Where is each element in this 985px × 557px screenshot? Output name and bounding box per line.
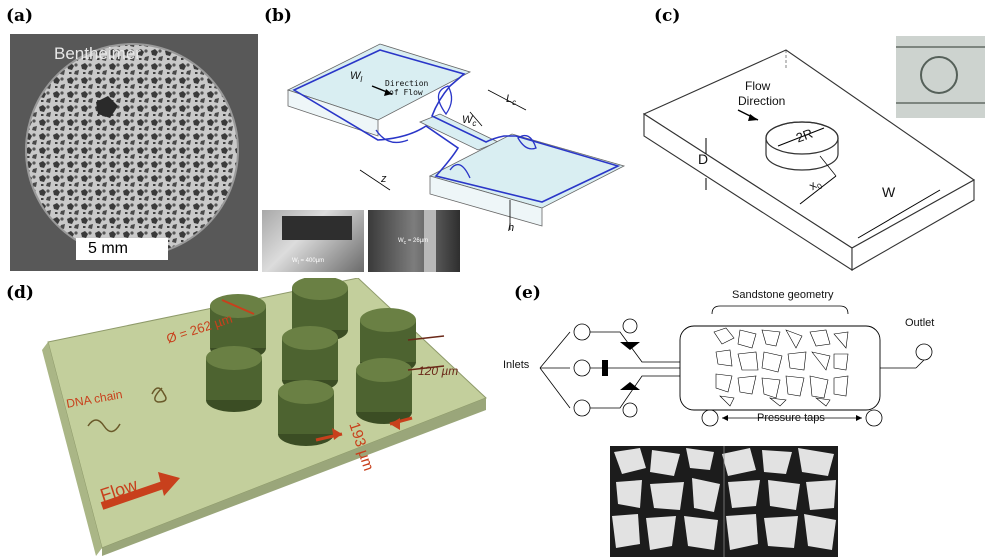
panel-d-label: (d): [6, 283, 34, 303]
flow-direction-line1: Flow: [745, 79, 771, 93]
sandstone-grains: [713, 327, 849, 407]
sem-photo-right-value: = 26µm: [407, 238, 429, 244]
panel-c-label: (c): [654, 6, 681, 26]
pillars: [206, 278, 416, 446]
panel-e-label: (e): [514, 283, 541, 303]
microchannel-diagram: [286, 43, 626, 230]
obstacle-photo: [896, 36, 985, 118]
label-wc: Wc: [462, 114, 477, 129]
label-h: h: [508, 222, 515, 234]
sem-photo-left: Wl = 400µm: [262, 210, 364, 272]
obstacle-channel-diagram: [642, 49, 976, 272]
panel-a-label: (a): [6, 6, 34, 26]
flow-direction-text-line1: Direction: [385, 79, 429, 88]
label-wc-sub: c: [472, 119, 477, 129]
label-lc-sub: c: [512, 98, 517, 108]
scale-bar: 5 mm: [76, 238, 168, 260]
label-lc: Lc: [506, 93, 517, 108]
panel-b-label: (b): [264, 6, 292, 26]
sem-photo-right-label: Wc = 26µm: [398, 238, 429, 247]
sample-name: Bentheimer: [54, 44, 141, 63]
sandstone-geometry-title: Sandstone geometry: [732, 289, 834, 301]
spacing-vertical-label: 120 µm: [418, 364, 459, 378]
flow-direction-text-line2: of Flow: [389, 88, 423, 97]
outlet-label: Outlet: [905, 317, 935, 329]
sem-photo-left-value: = 400µm: [300, 258, 325, 264]
inlets-label: Inlets: [503, 359, 530, 371]
sem-photo-right-wall: [424, 210, 436, 272]
label-width: W: [882, 184, 896, 200]
sem-photo-right: Wc = 26µm: [368, 210, 460, 272]
scale-bar-label: 5 mm: [88, 240, 128, 257]
sem-photo-left-label: Wl = 400µm: [292, 258, 325, 267]
ct-scan-image: Bentheimer 5 mm: [10, 34, 258, 271]
flow-direction-line2: Direction: [738, 94, 786, 108]
obstacle-photo-circle: [920, 56, 958, 94]
obstacle-photo-wall-top: [896, 46, 985, 48]
label-depth: D: [698, 151, 709, 167]
sem-photo-right-label-sub: c: [403, 240, 407, 247]
label-wl-sub: l: [360, 75, 363, 85]
sandstone-micrograph: [610, 446, 838, 557]
sem-photo-left-label-sub: l: [297, 260, 299, 267]
obstacle-photo-wall-bottom: [896, 102, 985, 104]
sem-photo-left-channel: [282, 216, 352, 240]
pillar-array-diagram: [42, 278, 487, 556]
ct-scan-graphic: [25, 43, 239, 257]
label-wl: Wl: [350, 70, 363, 85]
micromodel-schematic: [539, 305, 933, 427]
label-z: z: [381, 173, 387, 185]
sandstone-micrograph-graphic: [612, 446, 836, 557]
